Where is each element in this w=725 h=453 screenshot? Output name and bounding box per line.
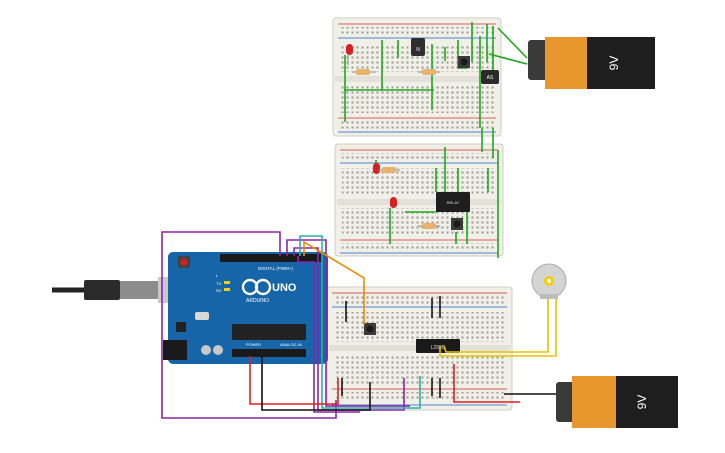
green-wires[interactable] [344,22,528,258]
purple-wires[interactable] [161,231,410,419]
pushbutton-middle[interactable] [451,218,463,230]
sensor-label: AS [487,75,494,81]
black-jumpers-bottom[interactable] [341,296,441,398]
arduino-logo-text: UNO [272,282,297,294]
arduino-brand-text: ARDUINO [246,298,269,304]
resistor-middle-2[interactable] [418,223,440,229]
tx-label: TX [216,281,221,286]
transistor-label: N [416,47,420,53]
l293d-label: L293D [431,345,446,351]
orange-wire[interactable] [303,240,365,325]
l293d-chip[interactable]: L293D [416,339,460,353]
battery-9v-top[interactable]: 9V [528,37,655,89]
black-wires[interactable] [261,356,560,411]
resistor-middle-1[interactable] [378,167,400,173]
breadboard-top[interactable] [332,17,502,137]
relay-label: RELAY [447,200,460,205]
power-label: POWER [246,342,261,347]
battery-bottom-label: 9V [635,395,649,410]
yellow-wires[interactable] [439,296,557,357]
transistor[interactable]: N [411,38,425,56]
battery-top-label: 9V [607,56,621,71]
red-led-middle-2[interactable] [390,197,397,208]
analog-label: ANALOG IN [280,342,302,347]
resistor-top-1[interactable] [352,69,376,75]
arduino-board[interactable]: UNO ARDUINO DIGITAL (PWM~) POWER ANALOG … [163,252,328,364]
dc-motor[interactable] [531,263,567,299]
l-label: L [216,273,219,278]
resistor-top-2[interactable] [418,69,440,75]
usb-cable[interactable] [52,277,188,303]
digital-label: DIGITAL (PWM~) [258,266,293,271]
relay[interactable]: RELAY [436,192,470,212]
red-led-top[interactable] [346,44,353,65]
breadboard-middle[interactable] [334,143,504,257]
red-wires[interactable] [249,356,520,405]
pushbutton-bottom[interactable] [364,323,376,335]
rx-label: RX [216,288,222,293]
sensor-module[interactable]: AS [481,70,499,84]
teal-wires[interactable] [299,235,421,409]
pushbutton-top[interactable] [458,56,470,68]
battery-9v-bottom[interactable]: 9V [556,376,678,428]
red-led-middle-1[interactable] [373,163,380,174]
